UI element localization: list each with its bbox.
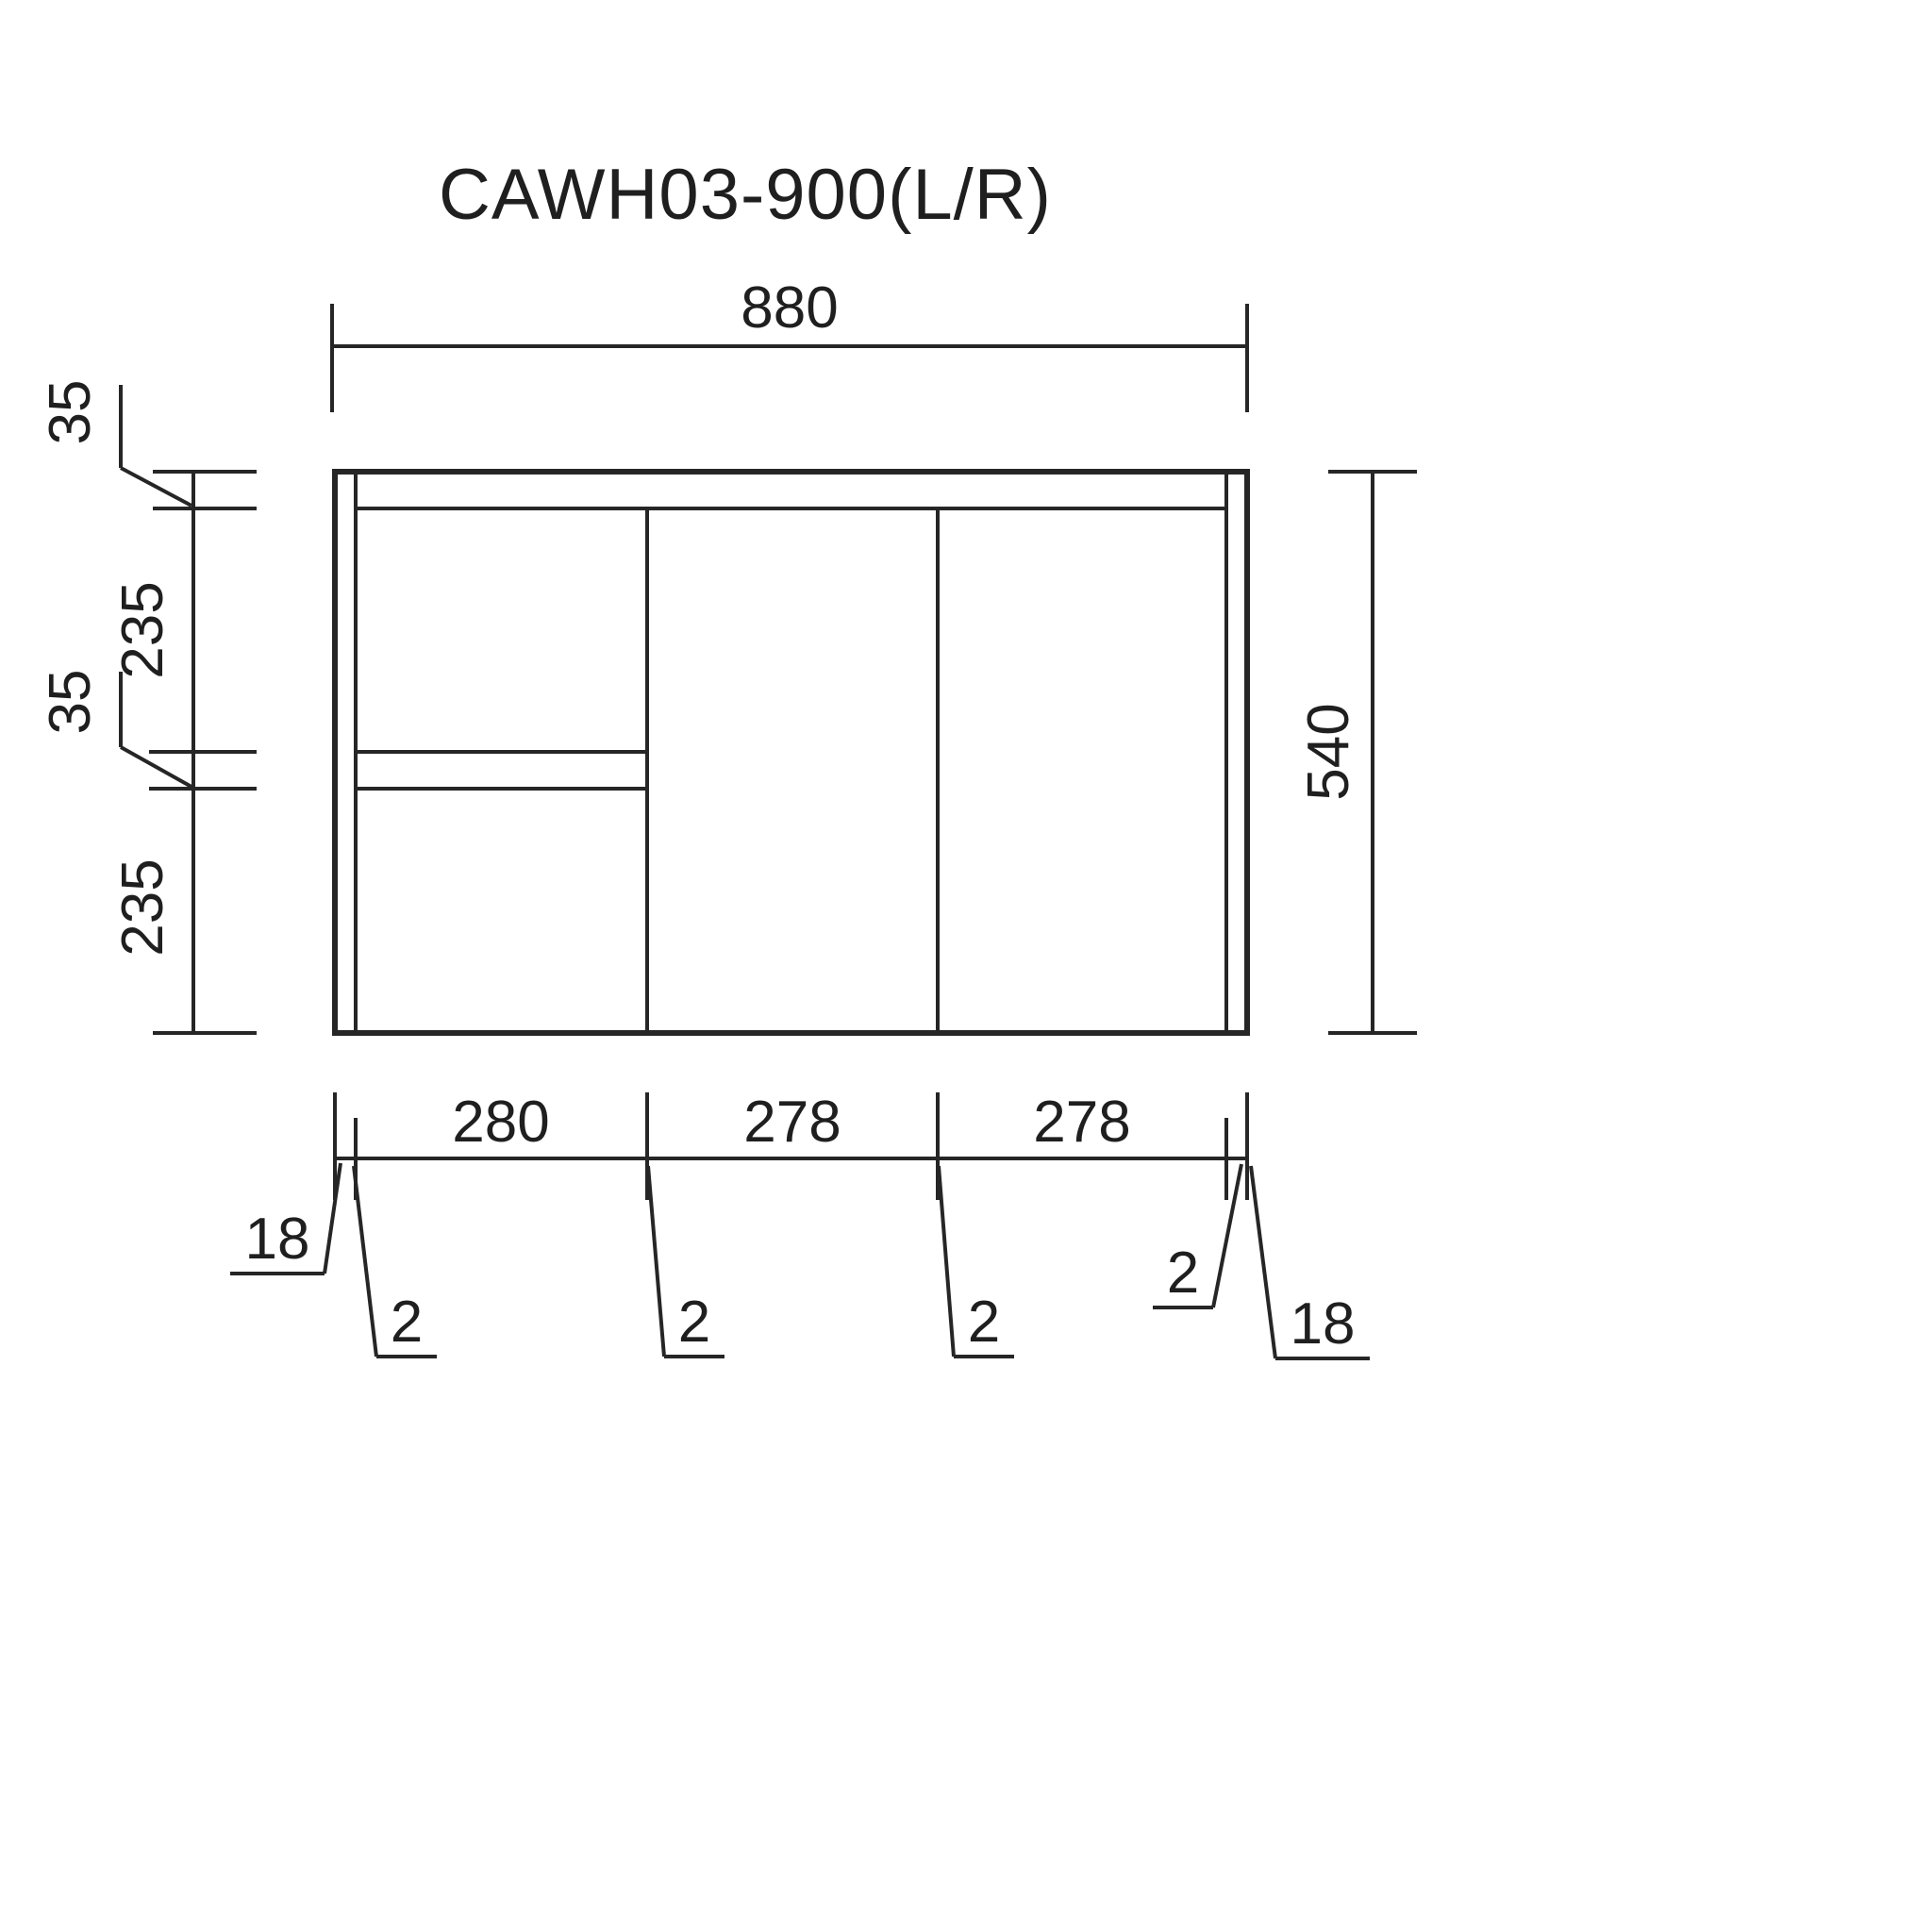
dim-overall-height: 540 [1296,703,1361,800]
callout-gap-2: 2 [678,1290,710,1355]
callout-gap-1: 2 [391,1290,423,1355]
top-dimension-line [330,304,1249,412]
right-dimension-line [1328,470,1417,1035]
callout-leaders [230,1162,1370,1360]
dim-lower-height: 235 [110,858,175,956]
callout-right-panel: 18 [1291,1291,1356,1357]
callout-gap-3: 2 [968,1290,1000,1355]
dim-drawer-width: 280 [452,1090,549,1155]
cabinet-front-view [332,469,1250,1036]
drawing-title: CAWH03-900(L/R) [439,155,1052,235]
dim-door2-width: 278 [1033,1090,1130,1155]
dim-upper-height: 235 [110,581,175,678]
cabinet-outline [332,469,1250,1036]
dim-overall-width: 880 [741,275,838,341]
left-dimension-lines [119,385,257,1035]
dim-mid-rail: 35 [38,670,103,735]
dim-door1-width: 278 [743,1090,841,1155]
bottom-dimension-lines [333,1092,1249,1200]
dim-top-rail: 35 [38,380,103,445]
callout-gap-4: 2 [1167,1241,1199,1306]
callout-left-panel: 18 [245,1207,310,1272]
